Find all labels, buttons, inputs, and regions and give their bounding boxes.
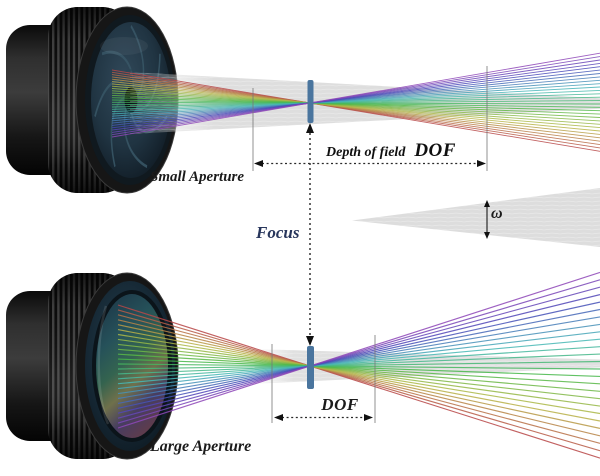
- lens-glass-edge: [92, 290, 172, 442]
- lens-front-glass: [94, 292, 170, 440]
- large-aperture-label: Large Aperture: [150, 438, 252, 455]
- glass-reflection: [97, 305, 110, 425]
- depth-of-field-text: Depth of field: [326, 145, 406, 160]
- lens-highlight: [100, 37, 148, 55]
- omega-angle-wedge: [352, 188, 600, 247]
- dof-label-bottom: DOF: [321, 395, 359, 414]
- focus-label: Focus: [256, 223, 300, 242]
- large-aperture-lens: [6, 272, 179, 460]
- dof-abbreviation-text: DOF: [414, 140, 456, 161]
- depth-of-field-label: Depth of field DOF: [326, 140, 456, 162]
- annotation-arrows: [252, 66, 488, 423]
- omega-angle-label: ω: [491, 205, 503, 222]
- small-aperture-label: Small Aperture: [150, 169, 245, 185]
